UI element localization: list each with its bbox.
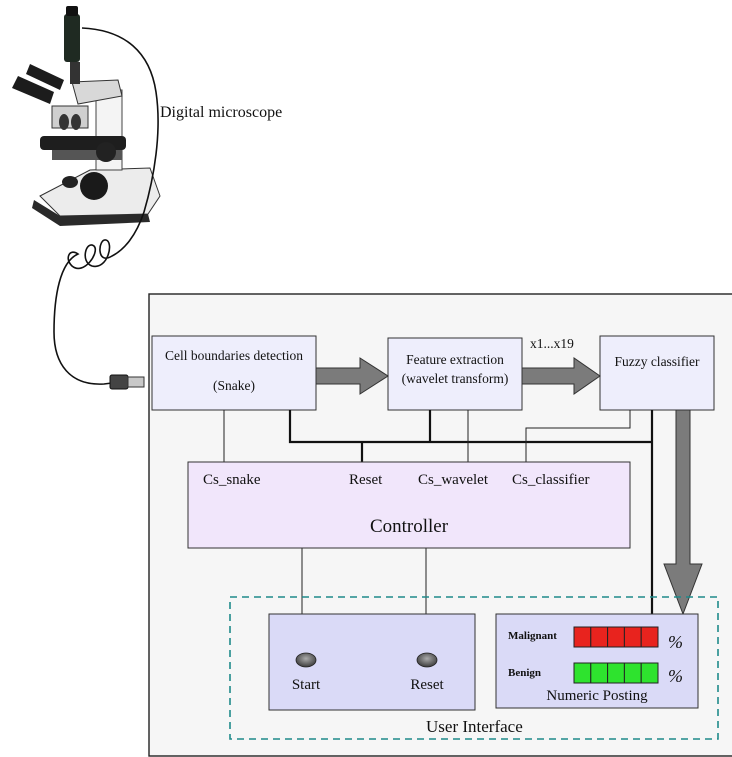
arrow-to-numeric-posting xyxy=(663,409,703,616)
fuzzy-classifier-title: Fuzzy classifier xyxy=(614,354,700,369)
benign-indicator-bar xyxy=(573,662,659,684)
malignant-label: Malignant xyxy=(508,630,557,642)
signal-lines xyxy=(223,410,631,614)
feature-extraction-title: Feature extraction xyxy=(406,352,504,367)
benign-percent-sign: % xyxy=(668,666,683,686)
control-bus xyxy=(288,410,654,614)
fuzzy-classifier-block xyxy=(599,335,715,411)
benign-bar-segment xyxy=(640,662,659,684)
microscope-illustration xyxy=(12,6,161,226)
signal-cs-wavelet: Cs_wavelet xyxy=(418,472,488,488)
feature-extraction-subtitle: (wavelet transform) xyxy=(401,371,509,386)
arrow-to-fuzzy-classifier xyxy=(521,357,601,395)
benign-bar-segment xyxy=(623,662,642,684)
cell-detection-title: Cell boundaries detection xyxy=(165,348,303,363)
numeric-posting-title: Numeric Posting xyxy=(546,688,648,704)
controller-block xyxy=(187,461,631,549)
malignant-bar-segment xyxy=(573,626,592,648)
controller-title: Controller xyxy=(369,516,449,537)
malignant-bar-segment xyxy=(640,626,659,648)
malignant-bar-segment xyxy=(607,626,625,648)
benign-label: Benign xyxy=(508,667,542,679)
reset-button-label[interactable]: Reset xyxy=(410,677,444,693)
cell-detection-block xyxy=(151,335,317,411)
user-interface-label: User Interface xyxy=(426,717,523,736)
signal-cs-classifier: Cs_classifier xyxy=(512,472,590,488)
malignant-percent-sign: % xyxy=(668,632,683,652)
start-button-label[interactable]: Start xyxy=(291,677,321,693)
reset-button-knob[interactable] xyxy=(416,652,438,668)
signal-cs-snake: Cs_snake xyxy=(203,472,261,488)
benign-bar-segment xyxy=(590,662,609,684)
benign-bar-segment xyxy=(607,662,625,684)
malignant-bar-segment xyxy=(590,626,609,648)
signal-reset: Reset xyxy=(349,472,383,488)
arrow-to-feature-extraction xyxy=(315,357,389,395)
microscope-label: Digital microscope xyxy=(160,104,283,121)
usb-plug xyxy=(109,374,129,390)
malignant-indicator-bar xyxy=(573,626,659,648)
features-label: x1...x19 xyxy=(530,336,574,351)
benign-bar-segment xyxy=(573,662,592,684)
malignant-bar-segment xyxy=(623,626,642,648)
user-interface-region xyxy=(229,596,719,740)
start-button-knob[interactable] xyxy=(295,652,317,668)
usb-cable xyxy=(53,27,159,385)
cell-detection-subtitle: (Snake) xyxy=(213,378,255,393)
feature-extraction-block xyxy=(387,337,523,411)
